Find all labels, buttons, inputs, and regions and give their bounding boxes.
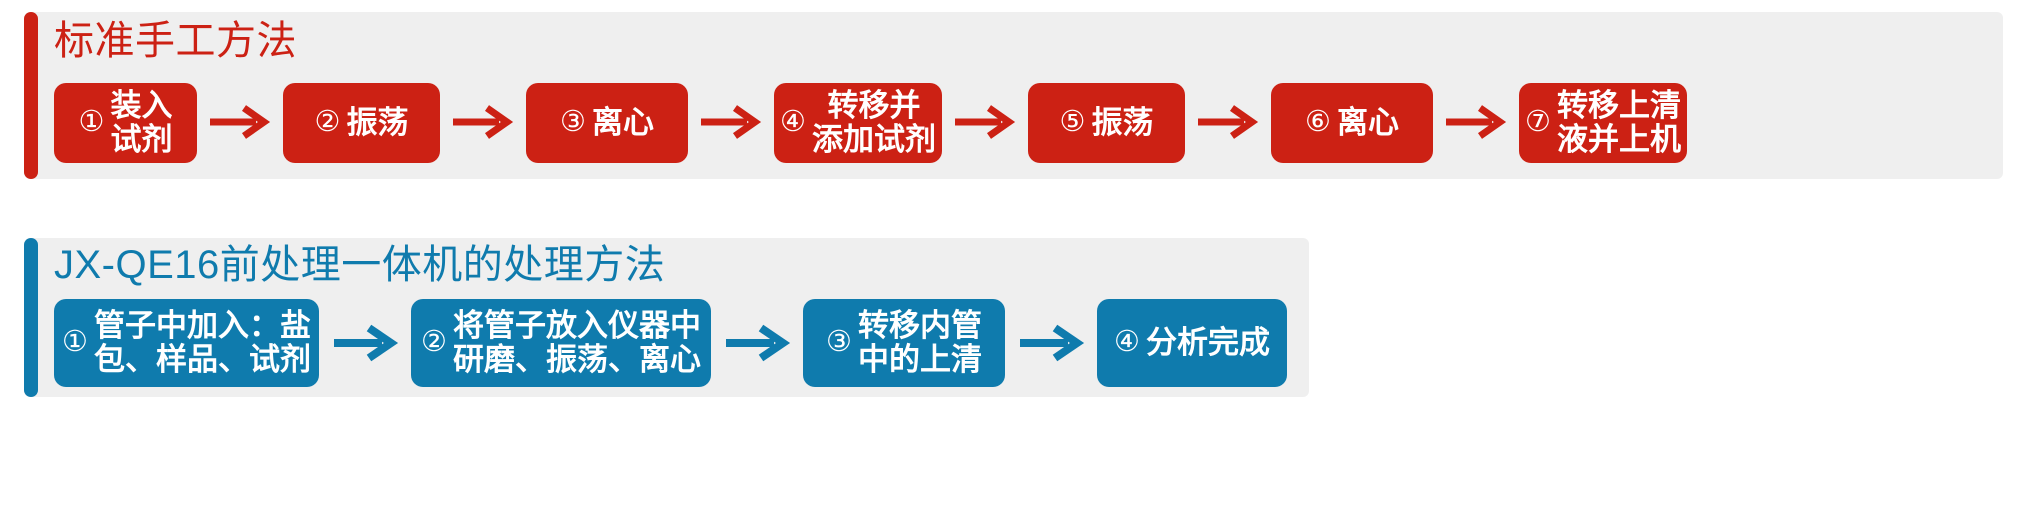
panel-title-instrument: JX-QE16前处理一体机的处理方法	[54, 243, 666, 287]
step-box-manual-5[interactable]: ⑤ 振荡	[1028, 82, 1185, 163]
step-number: ①	[78, 106, 105, 138]
accent-bar-manual	[24, 12, 38, 179]
arrow-right-icon	[197, 102, 283, 142]
accent-bar-instrument	[24, 238, 38, 397]
step-label: 装入 试剂	[110, 88, 173, 157]
step-box-manual-4[interactable]: ④ 转移并 添加试剂	[774, 82, 942, 163]
flow-panel-instrument: JX-QE16前处理一体机的处理方法 ① 管子中加入：盐 包、样品、试剂 ② 将…	[24, 238, 1309, 397]
step-label: 振荡	[346, 104, 409, 140]
step-label: 转移上清 液并上机	[1557, 88, 1681, 157]
step-label: 离心	[592, 104, 654, 140]
arrow-right-icon	[942, 102, 1028, 142]
step-number: ③	[560, 106, 586, 138]
step-number: ⑦	[1525, 106, 1551, 138]
step-number: ③	[826, 326, 852, 358]
step-box-manual-7[interactable]: ⑦ 转移上清 液并上机	[1519, 82, 1687, 163]
step-number: ④	[1114, 326, 1140, 358]
step-label: 转移内管 中的上清	[858, 308, 982, 377]
arrow-right-icon	[711, 322, 803, 364]
arrow-right-icon	[1005, 322, 1097, 364]
step-box-manual-1[interactable]: ① 装入 试剂	[54, 82, 197, 163]
panel-title-manual: 标准手工方法	[54, 19, 297, 63]
step-number: ④	[780, 106, 806, 138]
step-number: ②	[421, 326, 447, 358]
steps-row-instrument: ① 管子中加入：盐 包、样品、试剂 ② 将管子放入仪器中 研磨、振荡、离心	[54, 288, 1301, 397]
step-box-manual-6[interactable]: ⑥ 离心	[1271, 82, 1433, 163]
step-label: 振荡	[1091, 104, 1154, 140]
step-box-manual-3[interactable]: ③ 离心	[526, 82, 688, 163]
flow-panel-manual: 标准手工方法 ① 装入 试剂 ② 振荡	[24, 12, 2003, 179]
step-box-instrument-1[interactable]: ① 管子中加入：盐 包、样品、试剂	[54, 298, 319, 387]
step-box-instrument-3[interactable]: ③ 转移内管 中的上清	[803, 298, 1005, 387]
arrow-right-icon	[319, 322, 411, 364]
step-number: ②	[314, 106, 341, 138]
arrow-right-icon	[1185, 102, 1271, 142]
step-label: 管子中加入：盐 包、样品、试剂	[94, 308, 311, 377]
step-label: 分析完成	[1146, 324, 1270, 360]
arrow-right-icon	[440, 102, 526, 142]
arrow-right-icon	[1433, 102, 1519, 142]
step-number: ①	[62, 326, 88, 358]
step-box-manual-2[interactable]: ② 振荡	[283, 82, 440, 163]
steps-row-manual: ① 装入 试剂 ② 振荡	[54, 64, 1995, 179]
step-number: ⑤	[1059, 106, 1086, 138]
step-number: ⑥	[1305, 106, 1331, 138]
step-box-instrument-2[interactable]: ② 将管子放入仪器中 研磨、振荡、离心	[411, 298, 711, 387]
step-label: 离心	[1337, 104, 1399, 140]
arrow-right-icon	[688, 102, 774, 142]
step-box-instrument-4[interactable]: ④ 分析完成	[1097, 298, 1287, 387]
step-label: 转移并 添加试剂	[812, 88, 936, 157]
step-label: 将管子放入仪器中 研磨、振荡、离心	[453, 308, 701, 377]
